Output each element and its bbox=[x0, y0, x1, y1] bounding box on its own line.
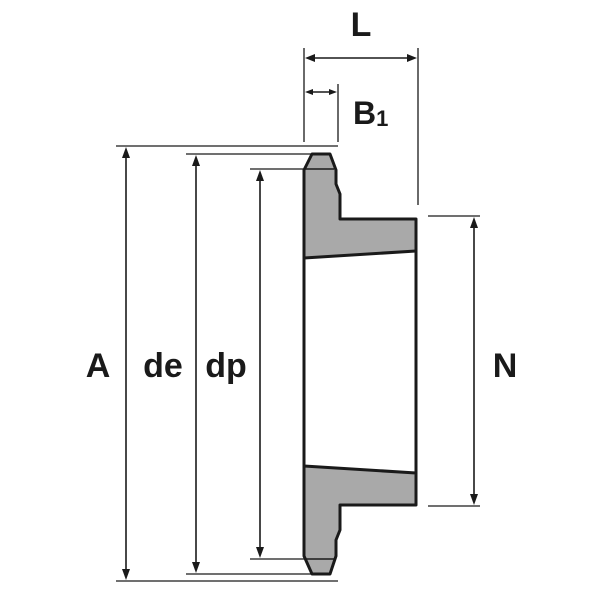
dimension-lines bbox=[122, 54, 478, 580]
upper-section bbox=[302, 152, 418, 260]
label-B1: B1 bbox=[353, 95, 388, 131]
label-dp: dp bbox=[205, 347, 247, 385]
label-de: de bbox=[143, 347, 183, 385]
label-B1-subscript: 1 bbox=[376, 106, 388, 131]
label-B1-base: B bbox=[353, 95, 376, 131]
sprocket-section bbox=[302, 152, 418, 576]
lower-section bbox=[302, 464, 418, 576]
label-N: N bbox=[493, 347, 518, 385]
label-L: L bbox=[351, 6, 372, 44]
extension-lines bbox=[116, 48, 480, 582]
label-A: A bbox=[86, 347, 111, 385]
